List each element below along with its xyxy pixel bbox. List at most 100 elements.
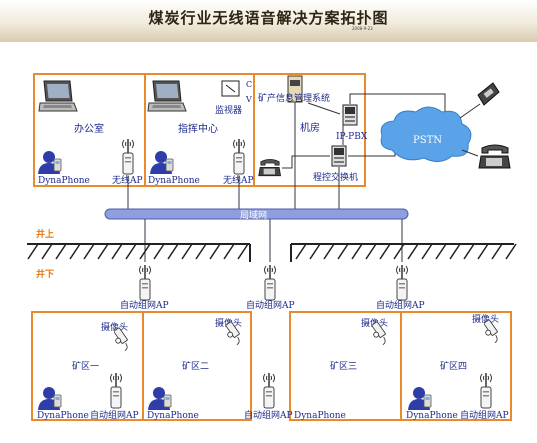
below-ground-label: 井下: [36, 268, 54, 280]
pbx-icon: [331, 145, 347, 167]
mine-zone-4: [400, 311, 512, 421]
pstn-cloud: [380, 106, 472, 162]
ground-hatch-mark: [97, 243, 109, 260]
mine-1-label: 矿区一: [72, 360, 99, 372]
ground-hatch-mark: [477, 243, 489, 260]
ground-hatch-mark: [365, 243, 377, 260]
desk-phone-icon: [258, 159, 281, 177]
ground-hatch-mark: [463, 243, 475, 260]
ground-hatch-mark: [449, 243, 461, 260]
ground-hatch-mark: [295, 243, 307, 260]
ground-hatch-mark: [393, 243, 405, 260]
wireless-ap-icon: [122, 138, 134, 175]
ground-hatch-mark: [237, 243, 249, 260]
ground-hatch-mark: [111, 243, 123, 260]
machine-room-zone: [253, 73, 366, 187]
dynaphone-user-icon: [147, 386, 172, 410]
mesh-ap-label-center: 自动组网AP: [246, 299, 295, 311]
office-ap-label: 无线AP: [112, 174, 143, 186]
mesh-ap-label-right: 自动组网AP: [376, 299, 425, 311]
ground-hatch-mark: [323, 243, 335, 260]
mesh-ap-icon: [139, 264, 151, 301]
ground-hatch-mark: [153, 243, 165, 260]
ground-hatch-mark: [407, 243, 419, 260]
ground-hatch-mark: [337, 243, 349, 260]
ground-hatch-mark: [125, 243, 137, 260]
ground-hatch-mark: [83, 243, 95, 260]
mine-3-label: 矿区三: [330, 360, 357, 372]
mine-4-label: 矿区四: [440, 360, 467, 372]
ground-hatch-mark: [55, 243, 67, 260]
middle-phone-label: DynaPhone: [147, 411, 199, 421]
command-label: 指挥中心: [178, 122, 218, 135]
deskphone-pbx-link: [282, 155, 330, 169]
ip-pbx-label: IP-PBX: [336, 132, 368, 142]
ground-hatch-mark: [181, 243, 193, 260]
ground-hatch-mark: [491, 243, 503, 260]
mesh-ap-label-left: 自动组网AP: [120, 299, 169, 311]
ground-hatch-mark: [223, 243, 235, 260]
diagram-title: 煤炭行业无线语音解决方案拓扑图: [148, 9, 389, 27]
pstn-deskphone-link: [461, 149, 479, 157]
pbx-label: 程控交换机: [313, 171, 358, 183]
mesh-ap-icon: [110, 372, 122, 409]
middle-ap-label: 自动组网AP: [244, 409, 293, 421]
mine-2-label: 矿区二: [182, 360, 209, 372]
mesh-ap-icon: [396, 264, 408, 301]
ground-hatch-mark: [309, 243, 321, 260]
above-ground-label: 井上: [36, 228, 54, 240]
ground-hatching: [27, 243, 517, 260]
ground-hatch-mark: [351, 243, 363, 260]
mine-1-ap-label: 自动组网AP: [90, 409, 139, 421]
ippbx-pstn-link: [349, 93, 446, 118]
ground-hatch-mark: [379, 243, 391, 260]
mesh-ap-icon: [480, 372, 492, 409]
dynaphone-user-icon: [37, 386, 62, 410]
wireless-ap-icon: [233, 138, 245, 175]
ground-hatch-mark: [139, 243, 151, 260]
mis-server-icon-panel: [290, 80, 300, 86]
dynaphone-user-icon: [149, 150, 174, 174]
laptop-icon: [38, 80, 78, 112]
lan-label: 局域网: [240, 209, 267, 221]
pstn-label: PSTN: [413, 135, 442, 146]
mine-4-phone-label: DynaPhone: [406, 411, 458, 421]
office-label: 办公室: [74, 122, 104, 135]
command-phone-label: DynaPhone: [148, 176, 200, 186]
mine-4-ap-label: 自动组网AP: [460, 409, 509, 421]
ground-hatch-mark: [27, 243, 39, 260]
cv-label-c: C: [246, 80, 252, 89]
ground-hatch-mark: [435, 243, 447, 260]
mine-zone-2: [142, 311, 252, 421]
cv-label-v: V: [245, 95, 252, 104]
machine-room-label: 机房: [300, 121, 320, 134]
mis-label: 矿产信息管理系统: [258, 92, 330, 104]
mesh-ap-icon: [264, 264, 276, 301]
ground-hatch-mark: [505, 243, 517, 260]
mesh-ap-icon: [263, 372, 275, 409]
ip-pbx-icon: [342, 104, 358, 126]
desk-phone-icon: [478, 144, 511, 169]
office-phone-label: DynaPhone: [38, 176, 90, 186]
ground-hatch-mark: [167, 243, 179, 260]
command-ap-label: 无线AP: [223, 174, 254, 186]
mis-ippbx-link: [307, 102, 341, 115]
monitor-label: 监视器: [215, 104, 242, 116]
ground-hatch-mark: [41, 243, 53, 260]
ground-hatch-mark: [209, 243, 221, 260]
dynaphone-user-icon: [37, 150, 62, 174]
lan-bus: [104, 208, 409, 220]
mine-4-camera-label: 摄像头: [472, 313, 499, 325]
pstn-mobile-link: [459, 103, 481, 119]
monitor-icon-detail: [225, 84, 236, 93]
dynaphone-user-icon: [407, 386, 432, 410]
laptop-icon: [147, 80, 187, 112]
ground-hatch-mark: [421, 243, 433, 260]
middle-phone-label-right: DynaPhone: [294, 411, 346, 421]
ground-hatch-mark: [69, 243, 81, 260]
mobile-phone-icon-screen: [483, 88, 494, 98]
ground-hatch-mark: [195, 243, 207, 260]
mine-1-phone-label: DynaPhone: [37, 411, 89, 421]
title-banner: 煤炭行业无线语音解决方案拓扑图 2008-9-23: [0, 0, 537, 42]
